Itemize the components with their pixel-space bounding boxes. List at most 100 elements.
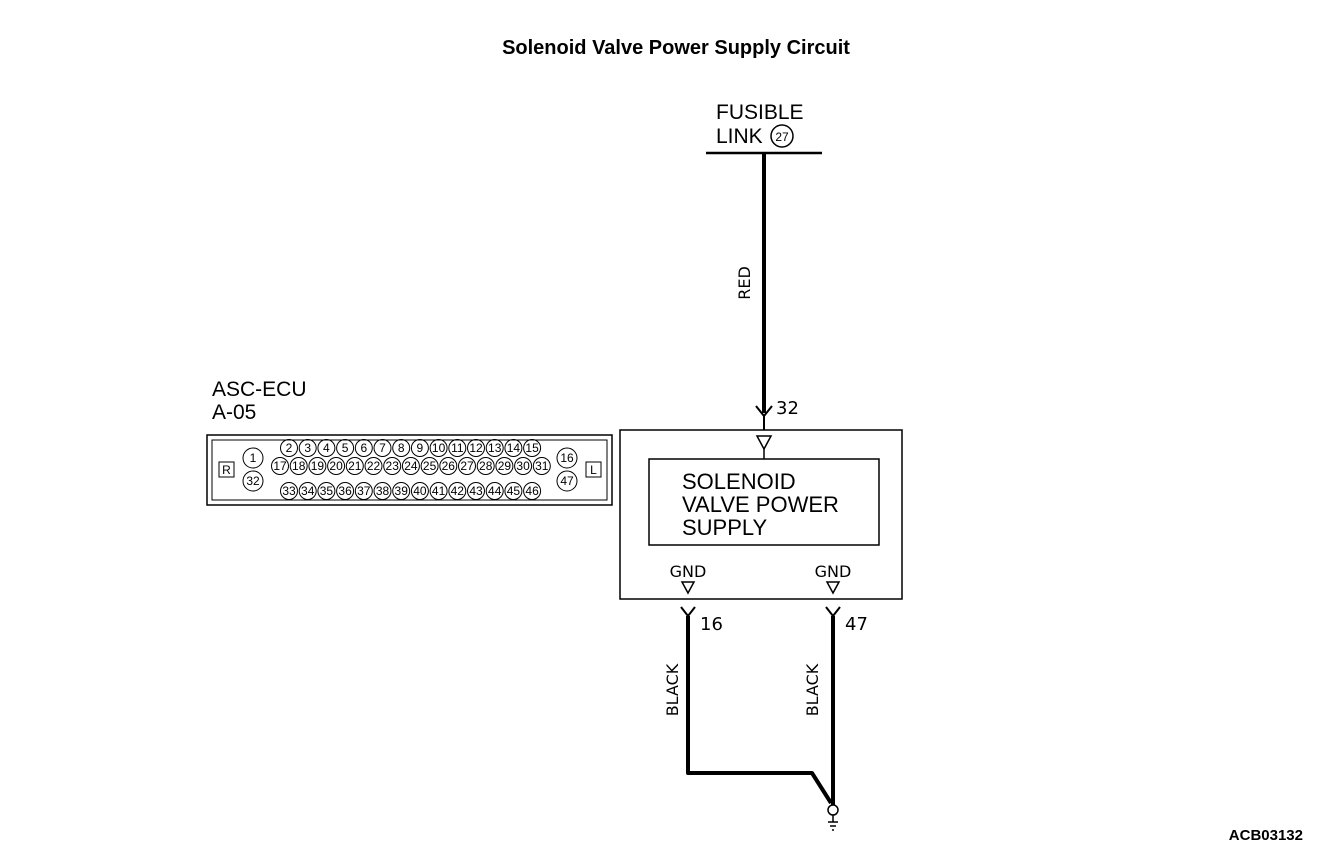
ecu-pin-12: 12 (469, 441, 483, 455)
ecu-pin-37: 37 (357, 484, 371, 498)
ecu-pin-31: 31 (535, 459, 549, 473)
module-outer-box (619, 429, 903, 600)
module-label-line1: SOLENOID (682, 469, 796, 494)
ecu-name: ASC-ECU (212, 378, 307, 401)
ecu-pin-30-circle (514, 457, 533, 475)
ecu-pin-13: 13 (488, 441, 502, 455)
ecu-pin-46-circle (523, 482, 542, 500)
fusible-link-label-line2: LINK (716, 125, 763, 148)
ecu-pin-32: 32 (246, 474, 260, 488)
ecu-pin-30: 30 (516, 459, 530, 473)
ecu-pin-14: 14 (507, 441, 521, 455)
ecu-pin-9: 9 (417, 441, 424, 455)
ecu-pin-25-circle (420, 457, 439, 475)
fusible-link-number: 27 (775, 130, 789, 144)
gnd-right-label: GND (815, 562, 852, 581)
ecu-pin-26: 26 (442, 459, 456, 473)
ecu-pin-4: 4 (323, 441, 330, 455)
ecu-pin-32-circle (242, 470, 264, 492)
ecu-pin-44: 44 (488, 484, 502, 498)
ecu-pin-28-circle (476, 457, 495, 475)
ground-symbol (827, 804, 839, 831)
ecu-pin-23: 23 (386, 459, 400, 473)
ecu-pin-27: 27 (460, 459, 474, 473)
ecu-pin-10: 10 (432, 441, 446, 455)
ecu-pin-36-circle (336, 482, 355, 500)
ecu-pin-22: 22 (367, 459, 381, 473)
ecu-pin-31-circle (532, 457, 551, 475)
ecu-connector-id: A-05 (212, 401, 256, 424)
ecu-pin-1-circle (242, 447, 264, 469)
ecu-pin-33-circle (280, 482, 298, 500)
ecu-pin-14-circle (504, 439, 523, 457)
ecu-pin-45: 45 (507, 484, 521, 498)
input-terminal-triangle (755, 435, 773, 451)
ground-wire-left (686, 616, 833, 805)
ecu-side-right-label: L (590, 463, 597, 477)
ecu-pin-17: 17 (273, 459, 287, 473)
ecu-pin-21: 21 (348, 459, 362, 473)
fusible-link-number-circle (770, 124, 794, 148)
ecu-pin-19-circle (308, 457, 327, 475)
ground-wire-left-color-label: BLACK (663, 663, 682, 716)
ground-right-connector-fork (825, 606, 841, 618)
ecu-pin-7-circle (373, 439, 392, 457)
ecu-pin-11: 11 (451, 441, 464, 455)
ground-wire-right-color-label: BLACK (803, 663, 822, 716)
ecu-pin-43-circle (467, 482, 485, 500)
ecu-pin-27-circle (458, 457, 476, 475)
ecu-pin-43: 43 (469, 484, 483, 498)
ecu-pin-38: 38 (376, 484, 390, 498)
ground-point-circle (827, 804, 839, 816)
ecu-pin-39-circle (392, 482, 411, 500)
ecu-pin-22-circle (364, 457, 383, 475)
ecu-pin-11-circle (448, 439, 467, 457)
gnd-left-triangle (680, 581, 696, 595)
ecu-pin-39: 39 (395, 484, 409, 498)
ecu-pin-4-circle (317, 439, 336, 457)
ecu-pin-1: 1 (250, 451, 257, 465)
ecu-pin-29: 29 (498, 459, 512, 473)
ecu-pin-6: 6 (360, 441, 367, 455)
ecu-pin-16-circle (556, 447, 578, 469)
ecu-pin-8-circle (392, 439, 411, 457)
gnd-left-label: GND (670, 562, 707, 581)
ecu-pin-18: 18 (292, 459, 306, 473)
ecu-pin-35: 35 (320, 484, 334, 498)
module-label-line3: SUPPLY (682, 515, 768, 540)
ecu-side-right-box (585, 461, 602, 478)
ecu-pin-33: 33 (282, 484, 296, 498)
ecu-pin-2-circle (280, 439, 298, 457)
ecu-pin-24: 24 (404, 459, 418, 473)
ecu-pin-47-circle (556, 470, 578, 492)
ecu-pin-28: 28 (479, 459, 493, 473)
ecu-pin-8: 8 (398, 441, 405, 455)
ecu-pin-42: 42 (451, 484, 465, 498)
solenoid-valve-power-supply-module: SOLENOID VALVE POWER SUPPLY GND GND (619, 429, 903, 600)
module-label-line2: VALVE POWER (682, 492, 839, 517)
ecu-pin-3-circle (298, 439, 317, 457)
ecu-pin-17-circle (271, 457, 289, 475)
ecu-pin-16: 16 (560, 451, 574, 465)
ecu-pin-35-circle (317, 482, 336, 500)
supply-wire-color-label: RED (735, 266, 754, 300)
ecu-side-left-label: R (222, 463, 231, 477)
ecu-pin-20-circle (327, 457, 346, 475)
ecu-pin-24-circle (401, 457, 420, 475)
ecu-pin-2: 2 (286, 441, 293, 455)
ecu-pin-44-circle (485, 482, 504, 500)
ecu-pin-21-circle (345, 457, 364, 475)
ecu-pin-7: 7 (379, 441, 386, 455)
ground-left-connector-fork (680, 606, 696, 618)
ecu-pin-38-circle (373, 482, 392, 500)
ecu-pin-18-circle (289, 457, 308, 475)
fusible-link: FUSIBLE LINK 27 (706, 101, 822, 155)
ecu-pin-29-circle (495, 457, 514, 475)
ecu-pin-9-circle (410, 439, 429, 457)
ecu-pin-6-circle (354, 439, 373, 457)
ecu-connector-outer (206, 434, 613, 506)
ecu-pin-5: 5 (342, 441, 349, 455)
ecu-pin-40: 40 (413, 484, 427, 498)
